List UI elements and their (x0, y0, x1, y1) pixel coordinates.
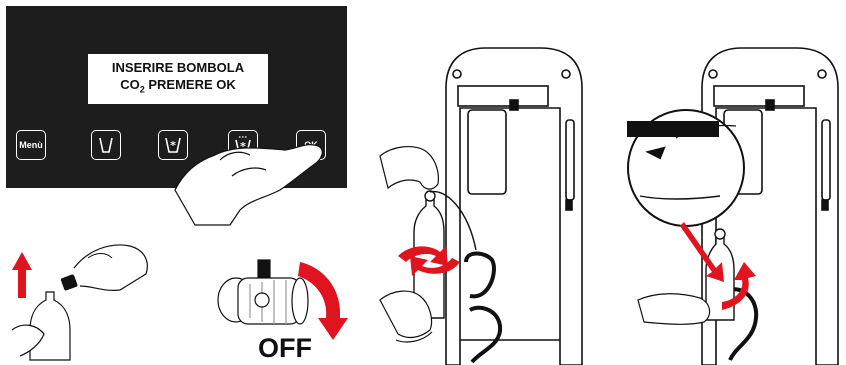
magnifier-icon (628, 110, 744, 226)
cylinder-neck-icon (12, 292, 70, 360)
pointing-hand-icon (175, 145, 322, 225)
gas-tube-icon (466, 254, 500, 363)
valve-icon (218, 260, 308, 324)
up-arrow-icon (12, 252, 32, 298)
cap-in-hand-icon (60, 245, 147, 291)
hand-top-icon (380, 147, 438, 189)
hand-right-icon (638, 294, 710, 325)
dispenser-icon (446, 48, 582, 365)
valve-off-label: OFF (258, 333, 312, 364)
